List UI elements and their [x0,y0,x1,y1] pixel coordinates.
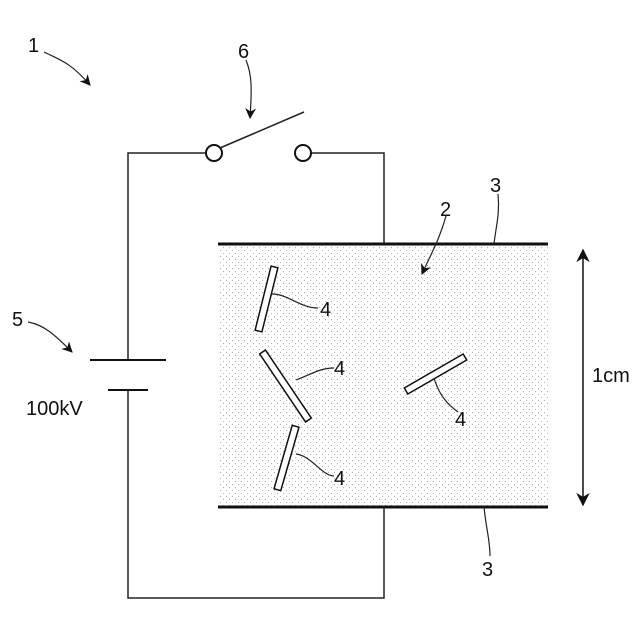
switch-lever [220,112,304,148]
particle-3-label: 4 [334,468,345,490]
particle-4-label: 4 [455,409,466,431]
particle-2-label: 4 [334,358,345,380]
switch-terminal-right [295,145,311,161]
voltage-label: 100kV [26,398,83,420]
gap-dimension-label: 1cm [592,365,630,387]
particle-1-label: 4 [320,299,331,321]
apparatus-label: 1 [28,35,39,57]
switch-terminal-left [206,145,222,161]
electrode-bottom-label: 3 [482,559,493,581]
leader-electrode-bottom [484,507,490,556]
leader-switch [246,60,251,118]
circuit-wire-right [311,153,384,244]
medium-label: 2 [440,199,451,221]
electrode-top-label: 3 [490,175,501,197]
switch-label: 6 [238,41,249,63]
leader-power-source [28,322,72,352]
leader-apparatus [44,52,90,85]
leader-electrode-top [494,194,499,244]
power-source-label: 5 [12,309,23,331]
circuit-wire-top [128,153,206,360]
